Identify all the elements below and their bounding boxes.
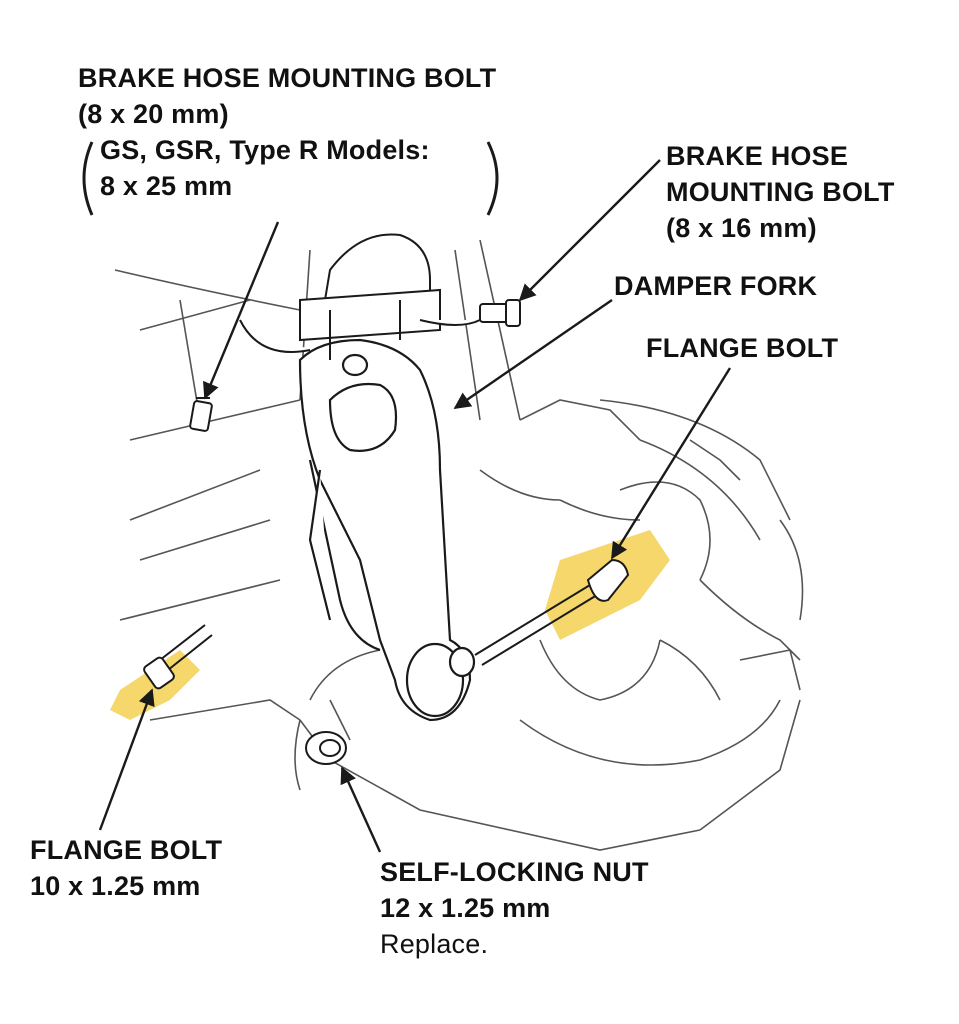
leader-brake-hose-bolt-1 (203, 221, 280, 400)
bolt-brake-hose-2 (479, 299, 521, 327)
self-locking-nut-note: Replace. (380, 929, 489, 959)
leader-brake-hose-bolt-2 (518, 159, 661, 302)
leader-self-locking-nut (340, 766, 382, 853)
self-locking-nut-size: 12 x 1.25 mm (380, 893, 551, 923)
label-self-locking-nut: SELF-LOCKING NUT 12 x 1.25 mm Replace. (380, 854, 649, 962)
leader-flange-bolt-lower (98, 688, 155, 831)
flange-bolt-upper-title: FLANGE BOLT (646, 333, 839, 363)
brake-hose-bolt-2-line1: BRAKE HOSE (666, 141, 849, 171)
self-locking-nut-title: SELF-LOCKING NUT (380, 857, 649, 887)
brake-hose-bolt-2-size: (8 x 16 mm) (666, 213, 817, 243)
label-brake-hose-bolt-1: BRAKE HOSE MOUNTING BOLT (8 x 20 mm) GS,… (78, 60, 496, 204)
brake-hose-bolt-1-note-line1: GS, GSR, Type R Models: (100, 135, 430, 165)
leader-lines (98, 159, 732, 853)
self-locking-nut (305, 731, 347, 765)
brake-hose-bolt-1-note-line2: 8 x 25 mm (100, 171, 233, 201)
brake-hose-bolt-1-title: BRAKE HOSE MOUNTING BOLT (78, 63, 497, 93)
brake-hose-bolt-1-size: (8 x 20 mm) (78, 99, 229, 129)
flange-bolt-upper (474, 558, 630, 666)
brake-hose-bolt-2-line2: MOUNTING BOLT (666, 177, 895, 207)
damper-fork (298, 338, 476, 722)
label-brake-hose-bolt-2: BRAKE HOSE MOUNTING BOLT (8 x 16 mm) (666, 138, 895, 246)
leader-damper-fork (453, 299, 613, 409)
leader-flange-bolt-upper (610, 367, 732, 560)
brake-hose-assembly (239, 233, 481, 360)
flange-bolt-lower (143, 624, 213, 690)
damper-fork-title: DAMPER FORK (614, 271, 818, 301)
flange-bolt-lower-title: FLANGE BOLT (30, 835, 223, 865)
bolt-brake-hose-1 (189, 397, 213, 432)
label-flange-bolt-lower: FLANGE BOLT 10 x 1.25 mm (30, 832, 222, 904)
left-parenthesis (82, 141, 94, 216)
right-parenthesis (486, 141, 499, 216)
flange-bolt-lower-size: 10 x 1.25 mm (30, 871, 201, 901)
label-flange-bolt-upper: FLANGE BOLT (646, 330, 838, 366)
label-damper-fork: DAMPER FORK (614, 268, 817, 304)
